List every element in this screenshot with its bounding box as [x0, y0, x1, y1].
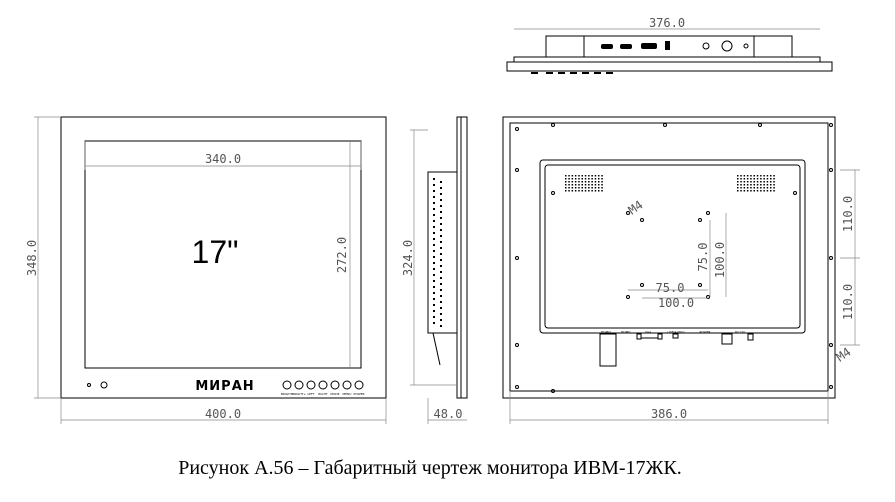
mount-hole	[698, 218, 702, 222]
thread-label: M4	[626, 198, 646, 218]
port-label: HDMI2	[601, 330, 611, 334]
mount-hole	[551, 191, 555, 195]
dim-272: 272.0	[335, 237, 349, 273]
mount-hole	[515, 127, 519, 131]
mount-hole	[829, 385, 833, 389]
mount-hole	[793, 191, 797, 195]
mount-hole	[626, 211, 630, 215]
front-button-label: POWER	[353, 392, 364, 396]
mount-hole	[829, 168, 833, 172]
dim-110-top: 110.0	[841, 196, 855, 232]
front-frame	[60, 116, 387, 399]
port-label: USB/AUDIO	[668, 330, 686, 334]
port-label: POWER	[699, 330, 710, 334]
mount-hole	[698, 283, 702, 287]
mount-hole	[829, 256, 833, 260]
dim-vesa100-v: 100.0	[713, 242, 727, 278]
mount-hole	[626, 295, 630, 299]
dim-vesa100-h: 100.0	[658, 296, 694, 310]
screen-size-label: 17"	[192, 234, 239, 270]
dim-110-bottom: 110.0	[841, 284, 855, 320]
mount-hole	[640, 218, 644, 222]
dim-348: 348.0	[25, 240, 39, 276]
mount-hole	[706, 211, 710, 215]
dim-400: 400.0	[205, 407, 241, 421]
mount-hole	[515, 256, 519, 260]
thread-label-2: M4	[834, 345, 854, 365]
mount-hole	[758, 123, 762, 127]
mount-hole	[551, 123, 555, 127]
front-button-label: MODE	[330, 392, 339, 396]
top-view: 376.0	[506, 16, 833, 74]
dim-386: 386.0	[651, 407, 687, 421]
mount-hole	[551, 389, 555, 393]
port-label: VGA	[645, 330, 652, 334]
front-button	[330, 380, 340, 390]
mount-hole	[640, 283, 644, 287]
mount-hole	[515, 343, 519, 347]
dim-vesa75-h: 75.0	[656, 281, 685, 295]
dim-vesa75-v: 75.0	[696, 243, 710, 272]
mount-hole	[829, 343, 833, 347]
front-view: 340.0 348.0 272.0 400.0 17" МИРАН BRIGHT…	[25, 116, 387, 424]
dim-48: 48.0	[434, 407, 463, 421]
port-label: DC12V	[735, 330, 746, 334]
mount-hole	[706, 295, 710, 299]
back-view: 75.0 100.0 75.0 100.0 M4 110.0 110.0 M4 …	[502, 116, 860, 424]
figure-caption: Рисунок А.56 – Габаритный чертеж монитор…	[178, 457, 682, 479]
front-button	[306, 380, 316, 390]
sensor-icon	[100, 381, 108, 389]
front-button	[342, 380, 352, 390]
mount-hole	[663, 123, 667, 127]
front-button	[354, 380, 364, 390]
dim-376: 376.0	[649, 16, 685, 30]
dim-340: 340.0	[205, 152, 241, 166]
front-screen	[84, 140, 362, 369]
front-button-label: LEFT	[307, 392, 314, 396]
dim-324: 324.0	[401, 240, 415, 276]
logo: МИРАН	[195, 379, 254, 394]
port-label: HDMI1	[621, 330, 631, 334]
front-button-label: MENU	[343, 392, 352, 396]
front-button	[282, 380, 292, 390]
side-view: 324.0 48.0	[401, 116, 468, 424]
front-button-label: RIGHT	[318, 392, 328, 396]
mount-hole	[829, 123, 833, 127]
front-button-label: BRIGHT+	[292, 392, 306, 396]
front-button	[318, 380, 328, 390]
mount-hole	[515, 168, 519, 172]
front-button-label: BRIGHT-	[281, 392, 293, 396]
mount-hole	[515, 385, 519, 389]
front-button	[294, 380, 304, 390]
